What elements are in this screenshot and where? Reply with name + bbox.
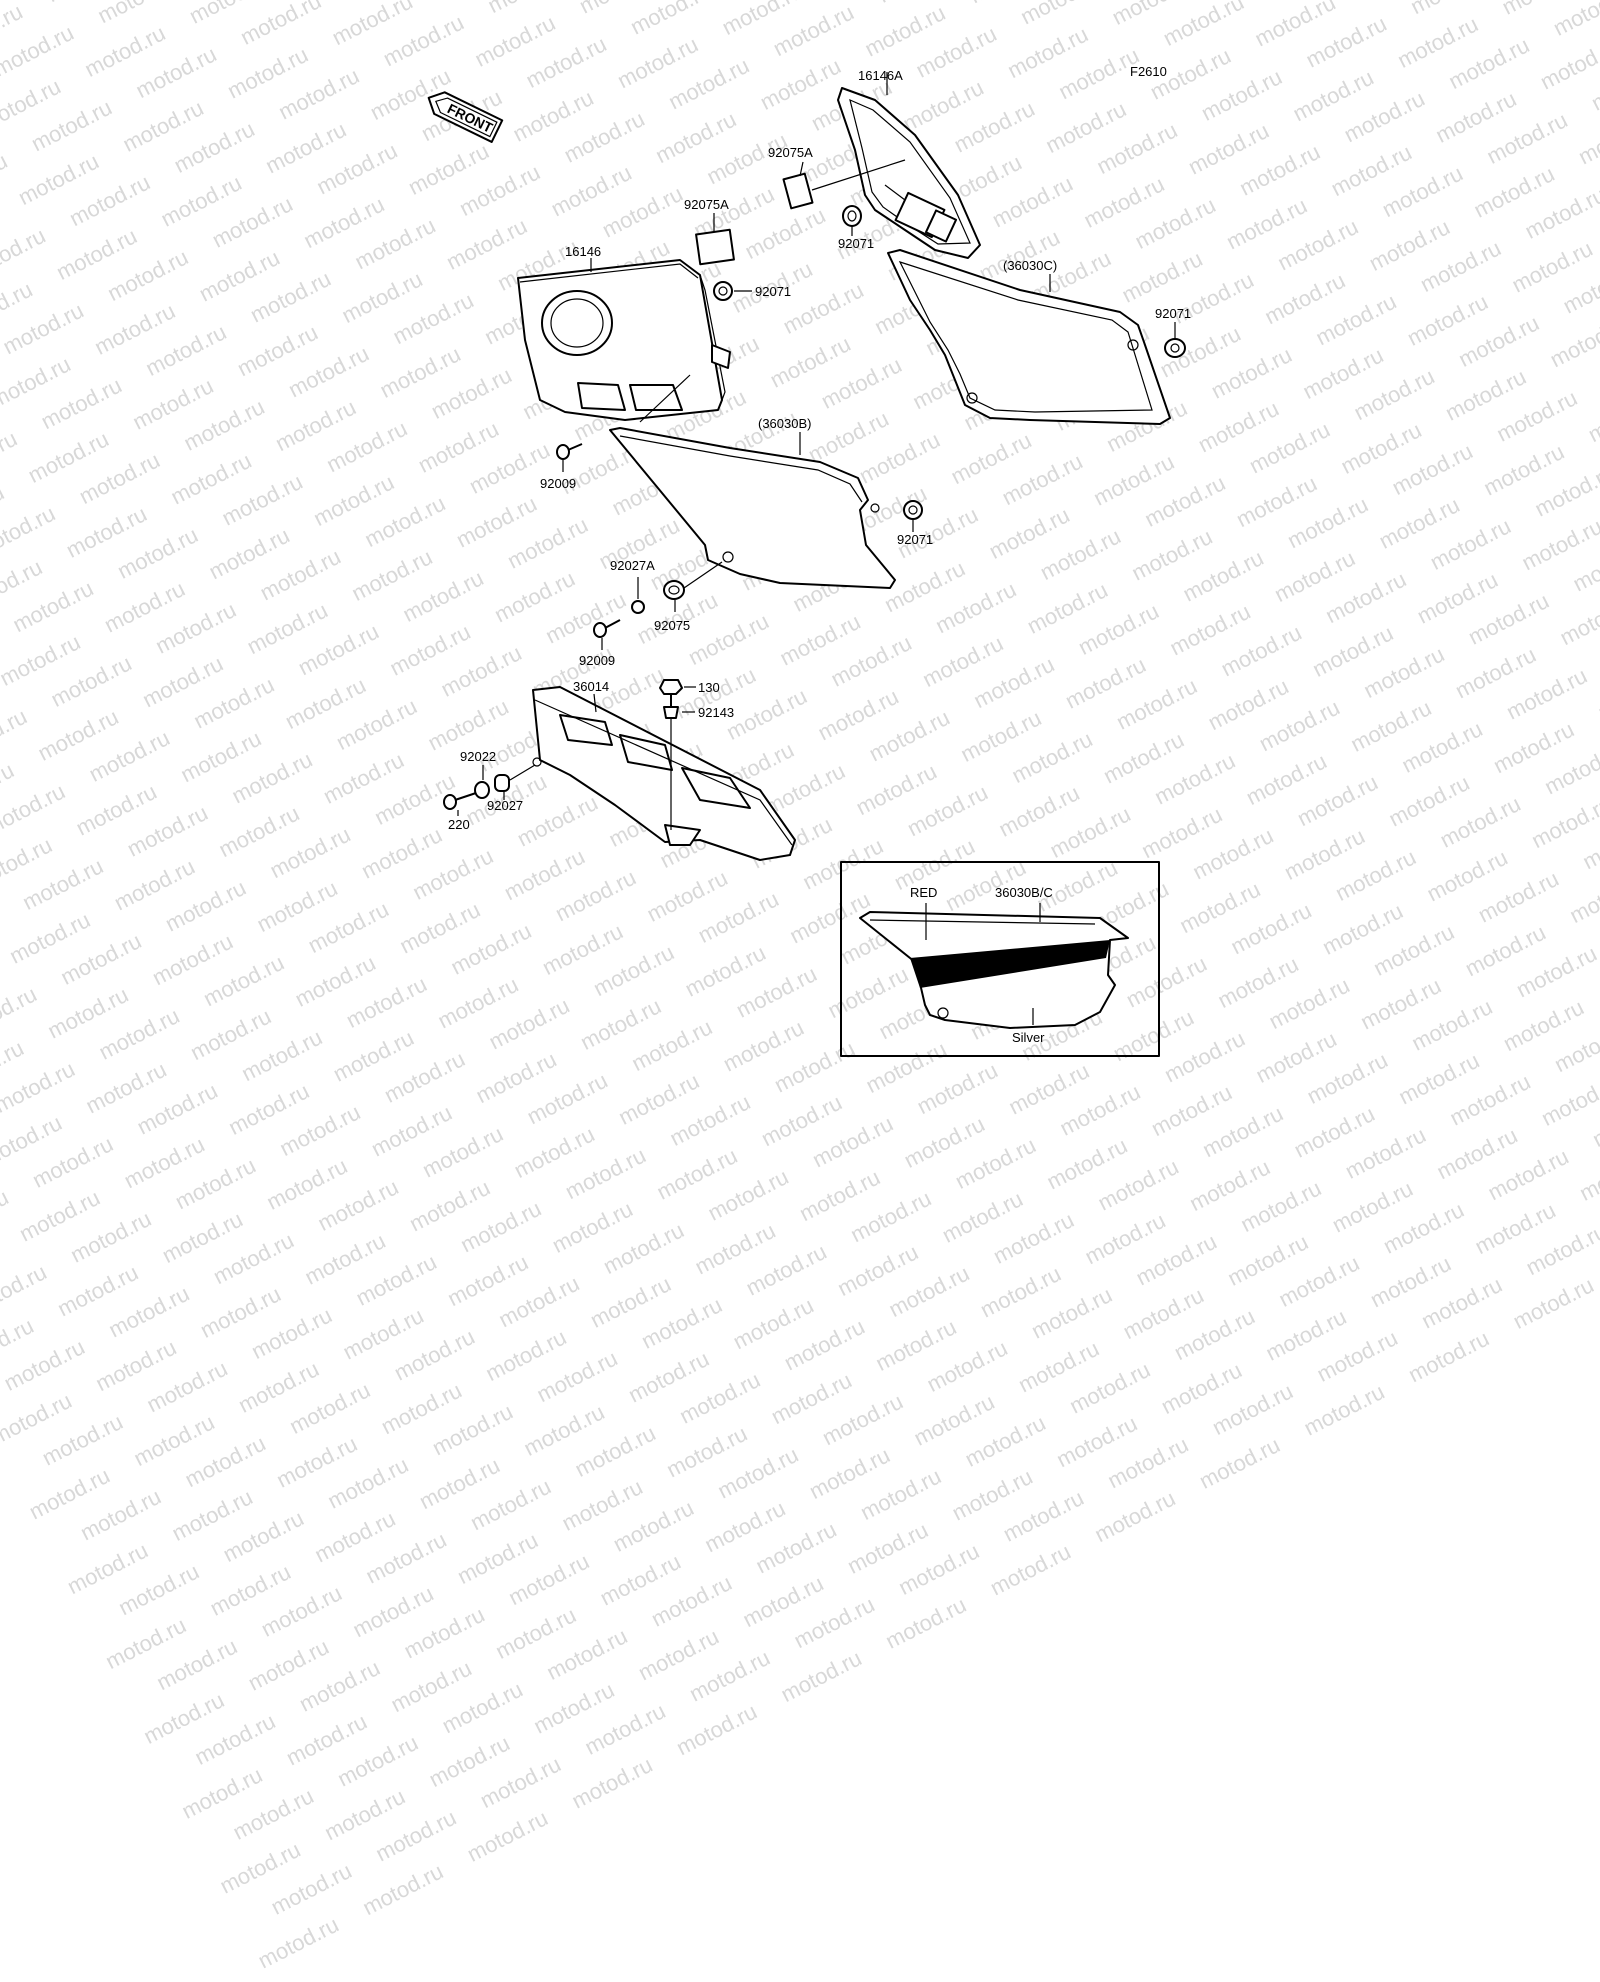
pad-92075A-top	[782, 172, 814, 210]
label-92143: 92143	[698, 705, 734, 720]
inset-red-label: RED	[910, 885, 937, 900]
cover-16146A	[837, 87, 981, 259]
grommet-92075	[663, 580, 685, 600]
label-36030C: (36030C)	[1003, 258, 1057, 273]
inset-red-stripe	[910, 940, 1110, 988]
leader-92075A-top-to-part	[811, 159, 906, 191]
screw-92009-lower	[593, 619, 621, 638]
label-92071-top: 92071	[838, 236, 874, 251]
label-92027A: 92027A	[610, 558, 655, 573]
label-92075A-top: 92075A	[768, 145, 813, 160]
label-16146A: 16146A	[858, 68, 903, 83]
front-arrow-icon: FRONT	[427, 91, 504, 143]
inset-silver-label: Silver	[1012, 1030, 1045, 1045]
label-92071-right: 92071	[1155, 306, 1191, 321]
label-36030B: (36030B)	[758, 416, 811, 431]
color-inset: RED 36030B/C Silver	[840, 861, 1160, 1057]
leader-92075A-top	[799, 161, 804, 177]
bolt-220	[443, 792, 477, 810]
label-92009-upper: 92009	[540, 476, 576, 491]
grommet-92071-left	[713, 281, 733, 301]
washer-92027A	[631, 600, 645, 614]
label-36014: 36014	[573, 679, 609, 694]
cover-16146	[517, 259, 731, 423]
grommet-92071-right	[1164, 338, 1186, 358]
leader-36014	[593, 693, 597, 713]
collar-92143	[663, 706, 679, 830]
cover-36030C	[887, 249, 1171, 425]
label-130: 130	[698, 680, 720, 695]
washer-92022	[474, 781, 490, 799]
inset-model-label: 36030B/C	[995, 885, 1053, 900]
label-92027: 92027	[487, 798, 523, 813]
grommet-92071-mid	[903, 500, 923, 520]
label-92022: 92022	[460, 749, 496, 764]
screw-92009-upper	[556, 443, 583, 460]
grommet-92071-top	[842, 205, 862, 227]
figure-id: F2610	[1130, 64, 1167, 79]
bolt-130	[659, 679, 683, 706]
label-92075: 92075	[654, 618, 690, 633]
label-220: 220	[448, 817, 470, 832]
label-92071-mid: 92071	[897, 532, 933, 547]
spacer-92027	[494, 774, 510, 792]
label-92075A-left: 92075A	[684, 197, 729, 212]
chain-cover-36014	[532, 686, 796, 861]
parts-diagram: F2610 FRONT 16146A 92075A 92071 (36030C)…	[427, 64, 1191, 1057]
pad-92075A-left	[695, 228, 735, 266]
label-92009-lower: 92009	[579, 653, 615, 668]
label-16146: 16146	[565, 244, 601, 259]
label-92071-left: 92071	[755, 284, 791, 299]
